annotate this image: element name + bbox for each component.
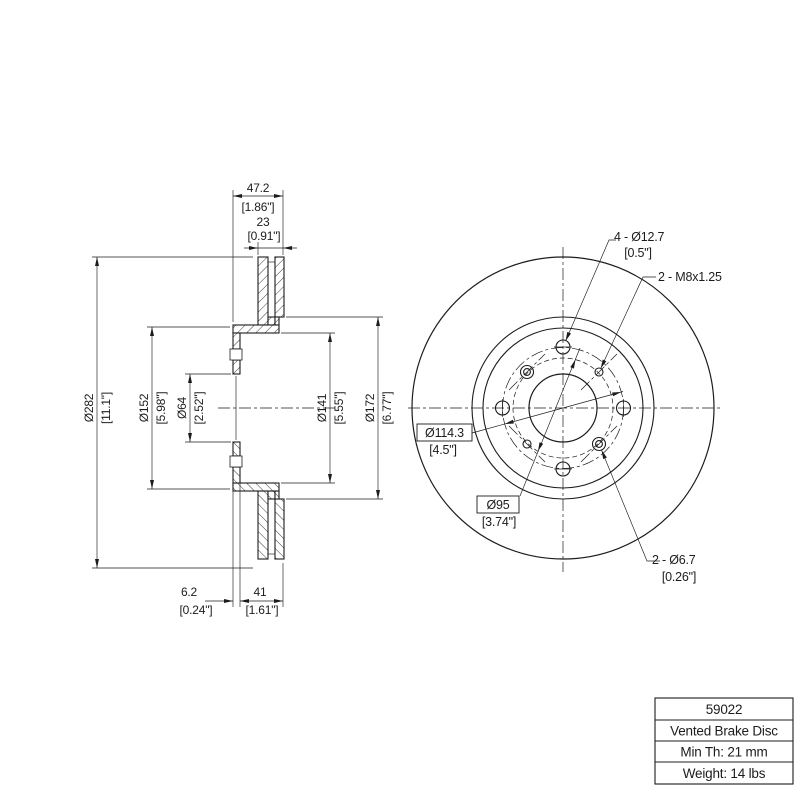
dim-friction-inner-dia-mm: Ø172: [363, 393, 377, 422]
hole-center-ticks: [502, 346, 624, 470]
label-pilot-circle-in: [3.74"]: [482, 515, 516, 529]
title-block-min-thickness: Min Th: 21 mm: [680, 745, 767, 760]
dimension-arrows: [95, 194, 380, 603]
label-lug-holes-in: [0.5"]: [624, 246, 652, 260]
dim-overall-width-in: [1.86"]: [242, 200, 275, 214]
dim-hat-wall-mm: 6.2: [181, 585, 198, 599]
label-small-holes-mm: 2 - Ø6.7: [652, 553, 696, 567]
dim-hat-dia-mm: Ø152: [137, 393, 151, 422]
section-view: [218, 256, 338, 560]
dim-bore-dia-mm: Ø64: [175, 396, 189, 419]
dim-bore-dia-in: [2.52"]: [192, 392, 206, 425]
small-holes: [519, 364, 607, 452]
dim-hat-depth-mm: 41: [254, 585, 267, 599]
dim-friction-inner-dia-in: [6.77"]: [380, 392, 394, 425]
title-block-part-number: 59022: [706, 702, 743, 717]
dim-hat-inner-dia-mm: Ø141: [315, 393, 329, 422]
label-bolt-circle-mm: Ø114.3: [425, 426, 464, 440]
dim-disc-thickness-in: [0.91"]: [248, 229, 281, 243]
dim-disc-thickness-mm: 23: [257, 215, 270, 229]
pilot-circle-dim-box: [476, 495, 520, 514]
label-lug-holes-mm: 4 - Ø12.7: [614, 230, 665, 244]
dim-overall-width-mm: 47.2: [247, 181, 270, 195]
dim-hat-wall-in: [0.24"]: [180, 603, 213, 617]
label-thread-holes: 2 - M8x1.25: [658, 270, 722, 284]
title-block-description: Vented Brake Disc: [670, 724, 778, 739]
dimension-lines: [96, 195, 379, 602]
label-pilot-circle-mm: Ø95: [486, 498, 509, 512]
dim-outer-dia-in: [11.1"]: [99, 392, 113, 424]
dim-hat-depth-in: [1.61"]: [246, 603, 279, 617]
title-block-weight: Weight: 14 lbs: [683, 766, 766, 781]
title-block: 59022 Vented Brake Disc Min Th: 21 mm We…: [654, 697, 794, 785]
label-bolt-circle-in: [4.5"]: [429, 443, 457, 457]
section-top-half: [229, 256, 285, 375]
leader-lines: [471, 239, 660, 562]
section-dimension-texts: 47.2 [1.86"] 23 [0.91"] 6.2 [0.24"] 41 […: [82, 181, 394, 617]
dim-outer-dia-mm: Ø282: [82, 393, 96, 422]
bolt-circle-dim-box: [416, 423, 473, 442]
leader-arrows: [504, 331, 622, 460]
front-view: 4 - Ø12.7 [0.5"] 2 - M8x1.25 2 - Ø6.7 [0…: [408, 230, 722, 584]
label-small-holes-in: [0.26"]: [662, 570, 696, 584]
dim-hat-dia-in: [5.98"]: [154, 392, 168, 425]
thread-holes: [522, 367, 604, 449]
front-view-centerlines: [408, 247, 722, 572]
extension-lines: [92, 190, 383, 607]
dim-hat-inner-dia-in: [5.55"]: [332, 392, 346, 425]
